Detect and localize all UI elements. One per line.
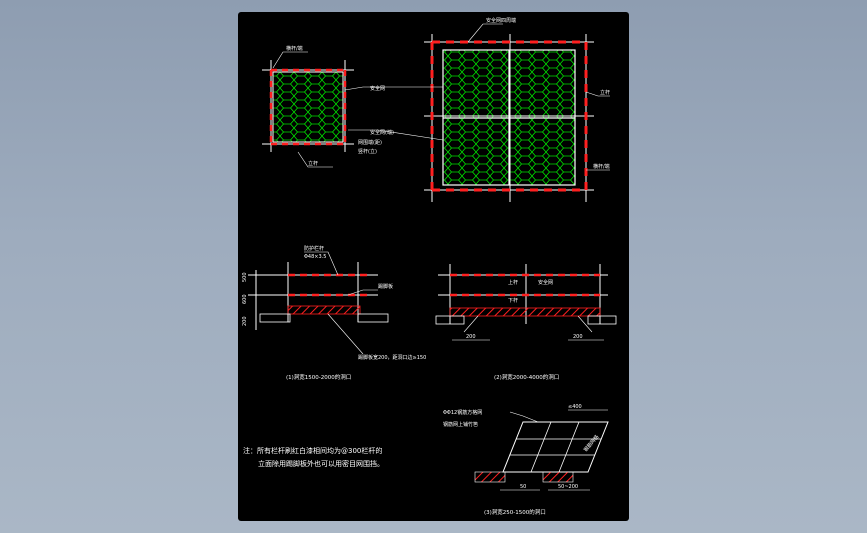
support-left xyxy=(474,471,506,483)
section1-caption: (1)洞宽1500-2000的洞口 xyxy=(286,373,351,381)
note-line2: 立面除用踢脚板外也可以用密目网围挡。 xyxy=(258,459,384,468)
section1-dim-mid: 600 xyxy=(242,294,248,304)
mesh-left xyxy=(273,72,343,142)
plan-left-label-right-mid: 安全网(端) xyxy=(370,129,394,136)
section2-label2: 下杆 xyxy=(508,297,518,304)
drawing-sheet: 横杆/端 安全网 安全网(端) 网围端(距) 竖杆(立) 立杆 xyxy=(238,12,629,521)
plan-left-label-bottom: 立杆 xyxy=(308,160,318,167)
section1-label3: 踢脚板 xyxy=(378,283,393,290)
section-1: 防护栏杆 Φ48×3.5 踢脚板 500 600 200 踢脚板宽200，距洞口… xyxy=(242,245,426,381)
support-right xyxy=(542,471,574,483)
section3-caption: (3)洞宽250-1500的洞口 xyxy=(484,508,546,516)
section1-note: 踢脚板宽200，距洞口边≥150 xyxy=(358,354,426,361)
plan-left-label-top: 横杆/端 xyxy=(286,45,303,52)
section3-label2: 钢筋网上铺竹笆 xyxy=(443,421,478,428)
plan-left-label-right-sub: 网围端(距) xyxy=(358,139,382,146)
section-2: 上杆 下杆 安全网 200 200 (2)洞宽2000-4000的洞口 xyxy=(435,264,617,381)
section2-label3: 安全网 xyxy=(538,279,553,286)
section3-dim-b: 50~200 xyxy=(558,484,578,490)
section3-dim-a: 50 xyxy=(520,484,526,490)
section2-dim-right: 200 xyxy=(573,334,583,340)
cad-drawing: 横杆/端 安全网 安全网(端) 网围端(距) 竖杆(立) 立杆 xyxy=(242,17,617,516)
plan-right: 安全网四周端 立杆 横杆/端 xyxy=(377,17,610,202)
plan-right-label-right-bottom: 横杆/端 xyxy=(593,163,610,170)
section2-label1: 上杆 xyxy=(508,279,518,286)
section3-label1: ΦΦ12钢筋方格网 xyxy=(443,409,482,416)
section2-caption: (2)洞宽2000-4000的洞口 xyxy=(494,373,559,381)
plan-right-label-right-top: 立杆 xyxy=(600,89,610,96)
section3-dim-side: 钢筋网格 xyxy=(582,433,600,453)
toe-board-2 xyxy=(449,307,601,317)
section3-dim-top: ≤400 xyxy=(568,404,582,410)
note-line1: 注：所有栏杆刷红白漆相间均为@300栏杆的 xyxy=(243,446,382,455)
section1-dim-bot: 200 xyxy=(242,316,248,326)
plan-left: 横杆/端 安全网 安全网(端) 网围端(距) 竖杆(立) 立杆 xyxy=(262,45,394,168)
section2-dim-left: 200 xyxy=(466,334,476,340)
notes: 注：所有栏杆刷红白漆相间均为@300栏杆的 立面除用踢脚板外也可以用密目网围挡。 xyxy=(243,446,384,468)
section-3: ΦΦ12钢筋方格网 钢筋网上铺竹笆 ≤400 钢筋网格 50 50~200 (3… xyxy=(443,404,609,516)
section1-label2: Φ48×3.5 xyxy=(304,254,326,260)
toe-board-1 xyxy=(287,305,361,315)
section1-dim-top: 500 xyxy=(242,272,248,282)
plan-right-label-top: 安全网四周端 xyxy=(486,17,516,24)
plan-left-label-right-top: 安全网 xyxy=(370,85,385,92)
plan-left-label-right-sub2: 竖杆(立) xyxy=(358,148,377,155)
section1-label1: 防护栏杆 xyxy=(304,245,324,252)
